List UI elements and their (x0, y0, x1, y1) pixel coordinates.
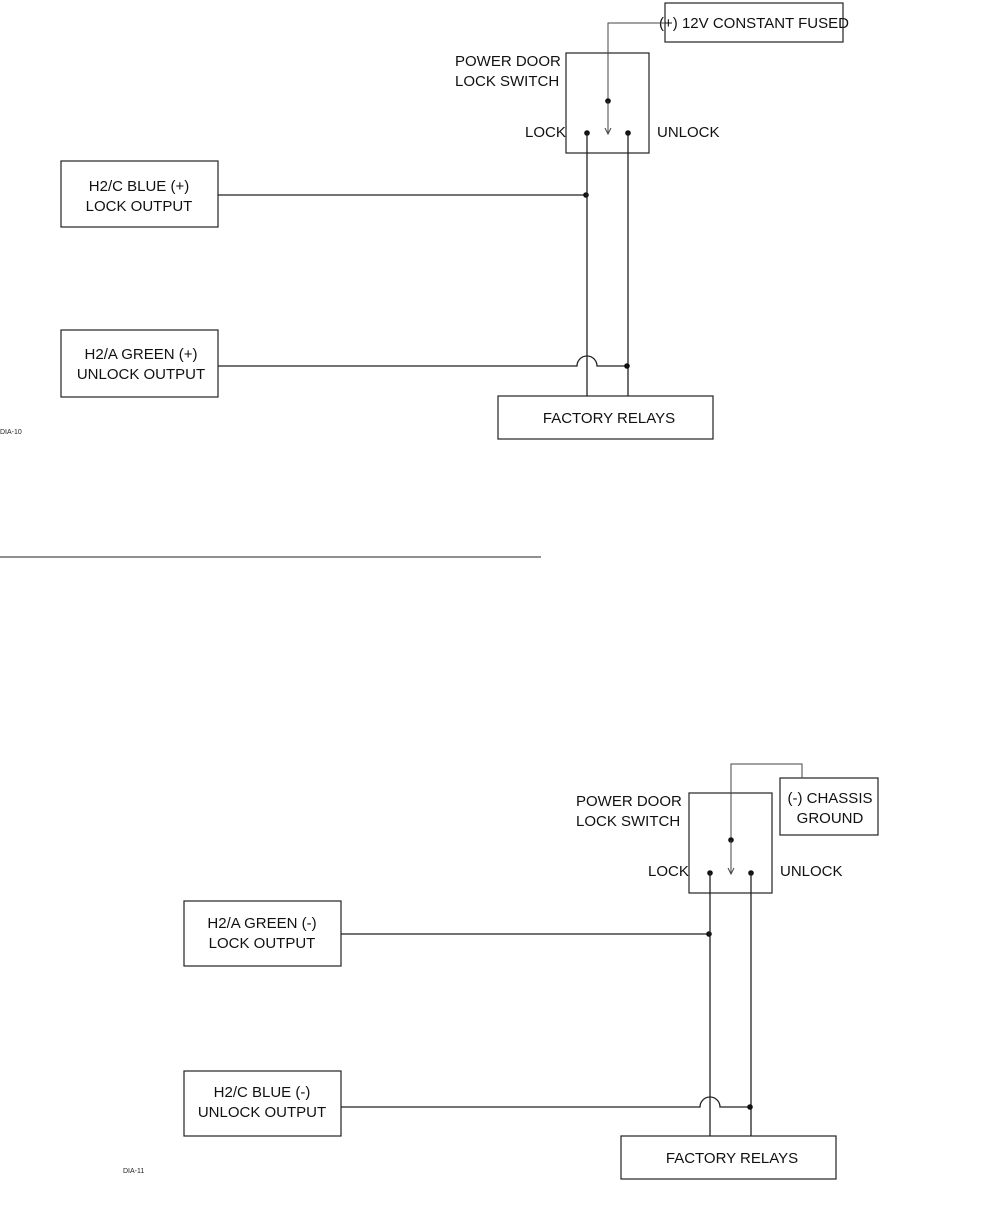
constant-fused-box (664, 2, 844, 43)
unlock-output-line1: H2/A GREEN (+) (85, 346, 198, 363)
factory-relays-label: FACTORY RELAYS (666, 1150, 798, 1167)
unlock-output-wire-with-crossover (341, 1096, 751, 1108)
lock-output-line1: H2/A GREEN (-) (207, 915, 316, 932)
switch-label-line2: LOCK SWITCH (455, 73, 559, 90)
lock-output-box (60, 160, 219, 228)
unlock-label: UNLOCK (657, 124, 720, 141)
factory-relays-box (620, 1135, 837, 1180)
lock-output-line2: LOCK OUTPUT (209, 935, 316, 952)
switch-label-line1: POWER DOOR (576, 793, 682, 810)
lock-label: LOCK (525, 124, 566, 141)
switch-arm-arrow (604, 127, 612, 136)
unlock-output-line2: UNLOCK OUTPUT (198, 1104, 326, 1121)
diagram-tag: DIA-11 (123, 1168, 144, 1175)
chassis-ground-line2: GROUND (797, 810, 864, 827)
factory-relays-box (497, 395, 714, 440)
diagram-negative-lock: (-) CHASSIS GROUND POWER DOOR LOCK SWITC… (123, 763, 879, 1180)
switch-arm-arrow (727, 867, 735, 876)
unlock-output-line2: UNLOCK OUTPUT (77, 366, 205, 383)
chassis-ground-box (779, 777, 879, 836)
feed-wire (607, 22, 665, 101)
lock-junction (583, 192, 589, 198)
lock-output-box (183, 900, 342, 967)
unlock-output-box (60, 329, 219, 398)
chassis-ground-line1: (-) CHASSIS (787, 790, 872, 807)
ground-feed-wire (730, 763, 803, 840)
factory-relays-label: FACTORY RELAYS (543, 410, 675, 427)
diagram-positive-lock: (+) 12V CONSTANT FUSED POWER DOOR LOCK S… (0, 2, 849, 440)
switch-label-line1: POWER DOOR (455, 53, 561, 70)
unlock-junction (747, 1104, 753, 1110)
unlock-junction (624, 363, 630, 369)
unlock-output-line1: H2/C BLUE (-) (214, 1084, 311, 1101)
lock-output-line1: H2/C BLUE (+) (89, 178, 189, 195)
diagram-tag: DIA-10 (0, 429, 22, 436)
unlock-label: UNLOCK (780, 863, 843, 880)
lock-junction (706, 931, 712, 937)
constant-fused-label: (+) 12V CONSTANT FUSED (659, 15, 849, 32)
unlock-output-wire-with-crossover (218, 355, 628, 367)
unlock-output-box (183, 1070, 342, 1137)
lock-label: LOCK (648, 863, 689, 880)
switch-label-line2: LOCK SWITCH (576, 813, 680, 830)
lock-output-line2: LOCK OUTPUT (86, 198, 193, 215)
